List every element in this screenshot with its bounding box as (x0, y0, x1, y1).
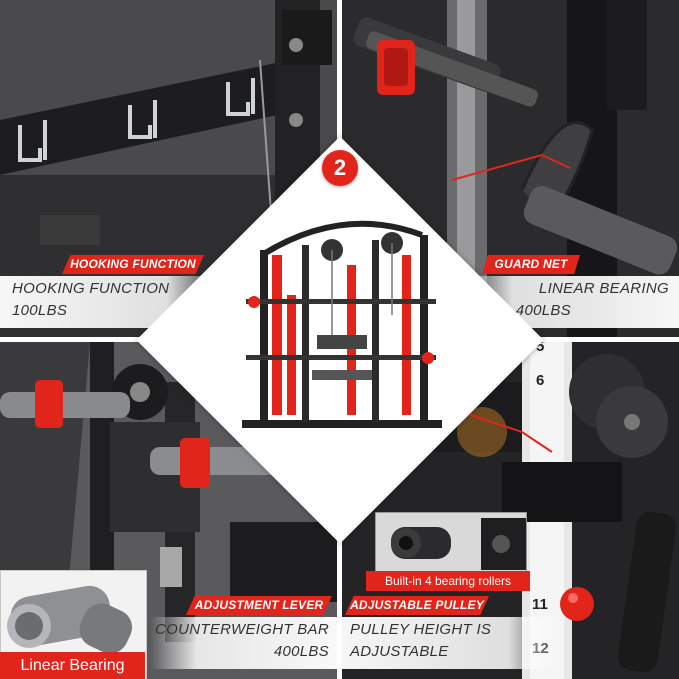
pulley-wheel-icon (569, 354, 668, 458)
adjustable-pulley-line2: ADJUSTABLE (350, 643, 449, 660)
adjustable-pulley-tag: ADJUSTABLE PULLEY (345, 596, 489, 615)
rack-number-11: 11 (532, 596, 548, 613)
step-badge: 2 (322, 150, 358, 186)
knob-icon (560, 587, 594, 621)
collar-clamp-icon (377, 40, 415, 95)
adjustment-lever-line1: COUNTERWEIGHT BAR (155, 621, 329, 638)
hooking-function-pane: HOOKING FUNCTION 100LBS (0, 276, 222, 328)
adjustable-pulley-line1: PULLEY HEIGHT IS (350, 621, 492, 638)
adjustment-lever-pane: COUNTERWEIGHT BAR 400LBS (150, 617, 337, 669)
hook-icon (18, 78, 255, 162)
hooking-function-tag: HOOKING FUNCTION (62, 255, 204, 274)
hooking-function-line2: 100LBS (12, 302, 68, 319)
guard-net-tag: GUARD NET (482, 255, 580, 274)
collar-clamp-icon (35, 380, 210, 488)
adjustable-pulley-pane: PULLEY HEIGHT IS ADJUSTABLE (342, 617, 564, 669)
rack-number-6: 6 (536, 372, 545, 389)
hooking-function-line1: HOOKING FUNCTION (12, 280, 170, 297)
inset-bearing-rollers (375, 512, 527, 576)
adjustment-lever-line2: 400LBS (273, 643, 329, 660)
adjustment-lever-tag: ADJUSTMENT LEVER (186, 596, 332, 615)
roller-illustration (376, 513, 526, 575)
linear-bearing-label: Linear Bearing (0, 652, 145, 679)
rack-number-5: 5 (536, 342, 545, 355)
bearing-rollers-label: Built-in 4 bearing rollers (366, 571, 530, 591)
smith-machine-illustration (242, 220, 442, 428)
guard-net-line1: LINEAR BEARING (538, 280, 669, 297)
guard-net-pane: LINEAR BEARING 400LBS (457, 276, 679, 328)
guard-net-line2: 400LBS (515, 302, 571, 319)
